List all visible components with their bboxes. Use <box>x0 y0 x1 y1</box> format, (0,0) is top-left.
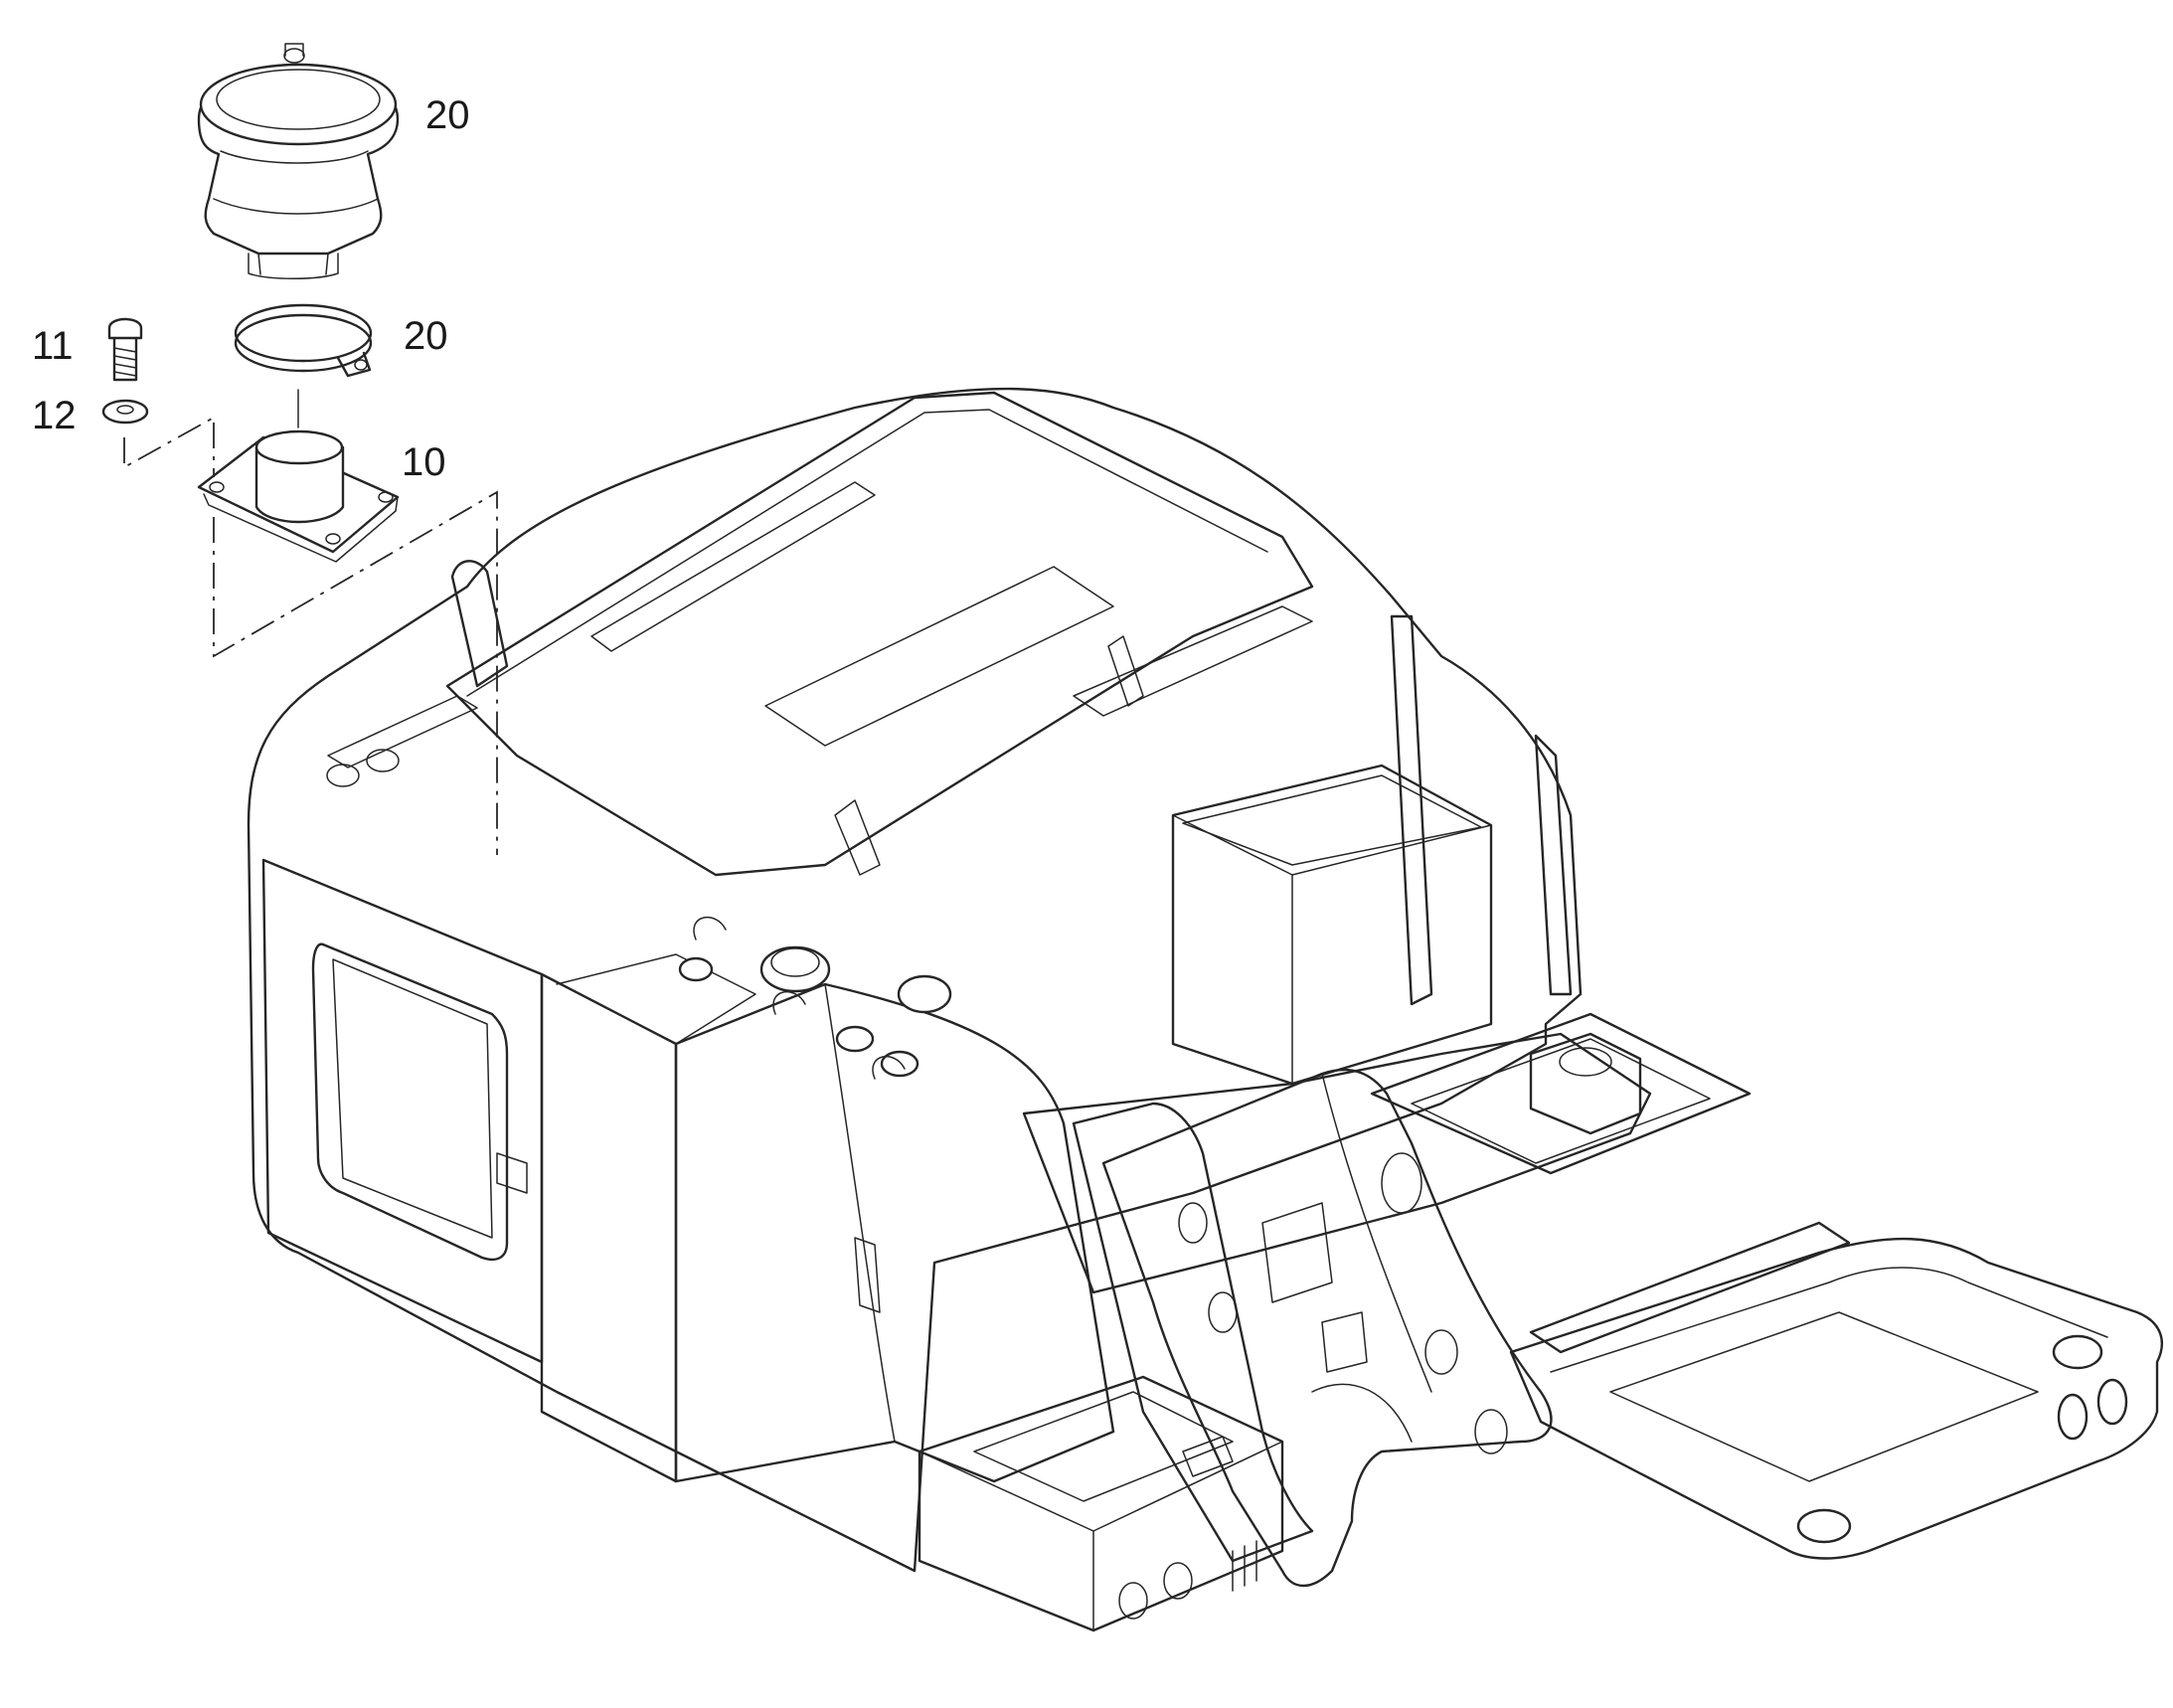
frame-post <box>1529 1032 1642 1135</box>
lower-frame <box>1022 1032 1652 1294</box>
filler-cap-5 <box>880 1050 919 1078</box>
assembly-lines <box>123 416 498 855</box>
filler-cap-4 <box>835 1025 875 1053</box>
filler-cap-3 <box>678 956 714 982</box>
callout-clamp: 20 <box>404 314 448 358</box>
left-side-panel <box>261 858 544 1364</box>
filler-cap-2 <box>897 974 952 1014</box>
callout-cap: 20 <box>425 93 470 137</box>
bolt <box>107 317 143 382</box>
callout-bolt: 11 <box>32 324 74 368</box>
middle-side-panel <box>540 972 678 1483</box>
door-handle <box>854 1237 881 1313</box>
rear-frame-extension <box>1509 1237 2164 1560</box>
machine-upper-structure <box>247 387 2164 1632</box>
service-door <box>674 982 1115 1483</box>
logo-plate <box>496 1152 528 1194</box>
battery-box <box>1171 764 1493 1086</box>
hose-clamp <box>234 303 373 378</box>
step-box <box>918 1375 1284 1632</box>
callout-washer: 12 <box>32 394 77 437</box>
pre-cleaner-cap <box>197 43 400 279</box>
intake-adapter <box>197 429 400 563</box>
filler-cap-1 <box>759 945 831 993</box>
callout-adapter: 10 <box>402 440 446 484</box>
left-window <box>311 942 509 1262</box>
engine-hood <box>445 391 1314 877</box>
hood-hatch <box>764 566 1114 747</box>
boom-bracket <box>1101 1068 1553 1588</box>
washer <box>101 399 149 425</box>
